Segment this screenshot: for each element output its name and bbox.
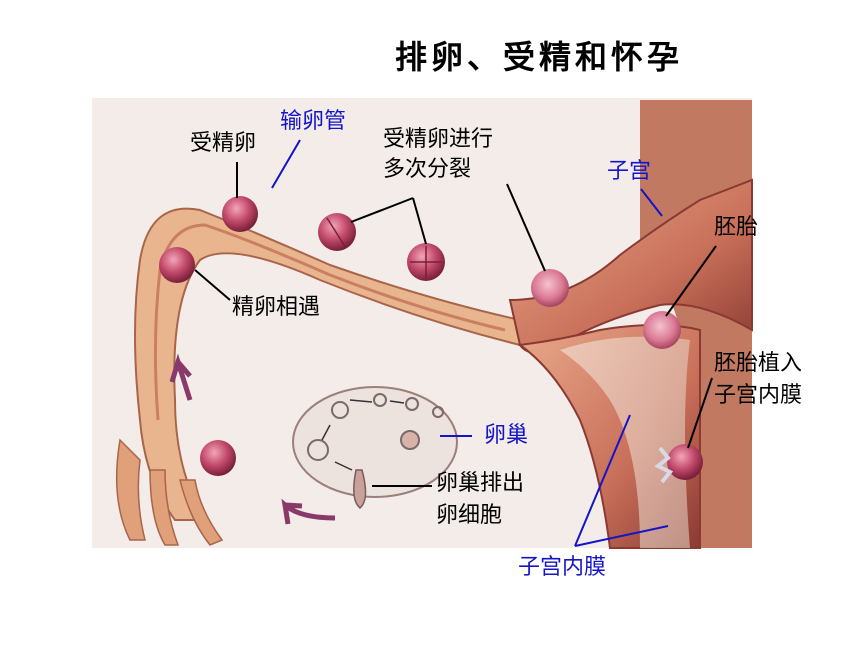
label-implant-line1: 胚胎植入 <box>714 351 803 376</box>
follicle <box>373 393 387 407</box>
cleavage-line <box>326 217 347 249</box>
ovulation-rupture <box>353 469 367 509</box>
egg-cell <box>200 440 236 476</box>
leader-line <box>574 414 631 547</box>
label-endometrium: 子宫内膜 <box>518 555 607 580</box>
label-implant-line2: 子宫内膜 <box>714 383 803 408</box>
blastocyst <box>643 311 681 349</box>
label-ovulation-line2: 卵细胞 <box>436 503 503 528</box>
uterine-cavity <box>560 336 690 548</box>
egg-at-fertilization <box>159 247 195 283</box>
follicle <box>405 397 419 411</box>
leader-line <box>350 197 414 223</box>
leader-line <box>574 525 669 547</box>
leader-line <box>194 269 231 301</box>
follicle <box>432 406 444 418</box>
implanted-embryo <box>667 444 703 480</box>
label-ovulation-line1: 卵巢排出 <box>436 471 525 496</box>
label-uterus: 子宫 <box>607 159 652 184</box>
leader-line <box>271 139 301 189</box>
leader-line <box>665 245 717 317</box>
label-embryo: 胚胎 <box>714 215 759 240</box>
ovary-cycle-arrows <box>321 399 405 471</box>
follicle <box>307 439 329 461</box>
label-division-line2: 多次分裂 <box>383 157 472 182</box>
page-title: 排卵、受精和怀孕 <box>395 38 684 76</box>
label-oviduct: 输卵管 <box>280 109 347 134</box>
corpus-luteum <box>400 430 420 450</box>
morula <box>531 269 569 307</box>
follicle <box>331 401 349 419</box>
label-division-line1: 受精卵进行 <box>383 127 494 152</box>
leader-line <box>412 197 427 245</box>
leader-line <box>687 377 713 449</box>
movement-arrow-icon <box>169 353 193 401</box>
leader-line <box>506 183 546 272</box>
endometrium-tissue <box>654 446 674 484</box>
movement-arrow-icon <box>281 498 336 525</box>
label-ovary: 卵巢 <box>484 423 529 448</box>
two-cell-embryo <box>318 213 356 251</box>
zygote <box>222 196 258 232</box>
label-fertilization: 精卵相遇 <box>232 295 321 320</box>
fimbriae <box>115 438 224 546</box>
label-fertilized-egg: 受精卵 <box>190 131 257 156</box>
leader-line <box>640 188 663 217</box>
oviduct-inner-line <box>153 223 506 421</box>
